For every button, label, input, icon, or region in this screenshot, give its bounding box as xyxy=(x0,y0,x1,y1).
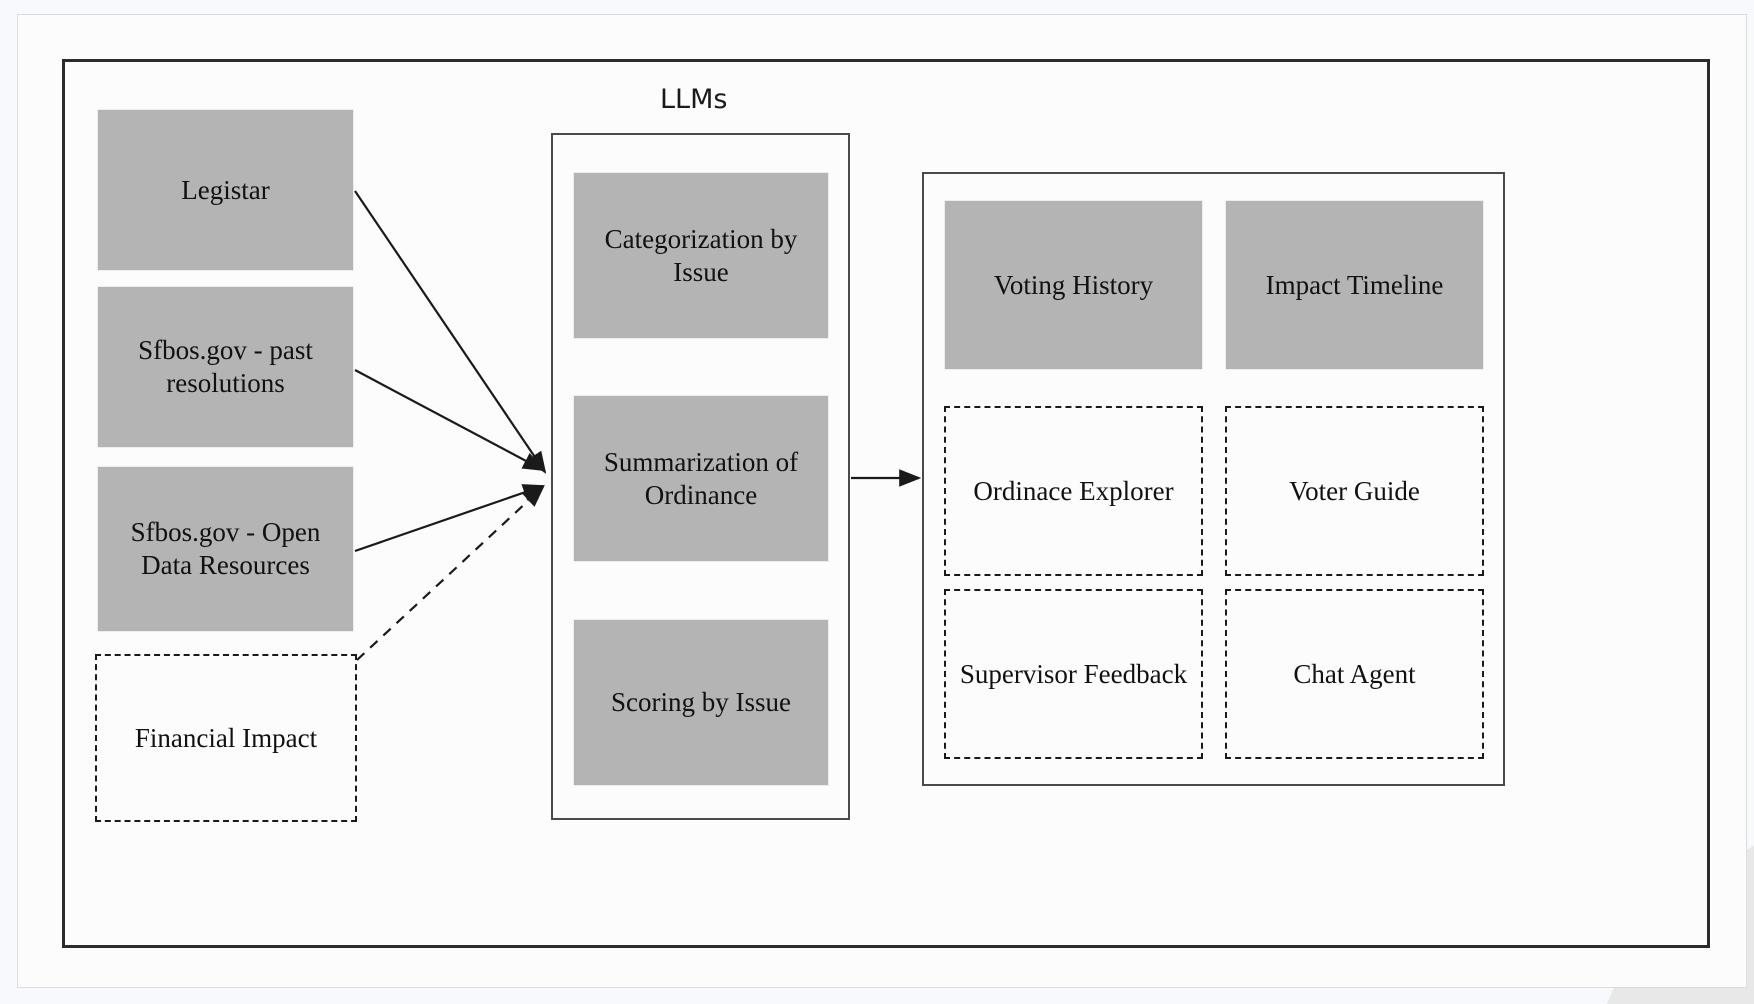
app-node-ordinance-explorer-label: Ordinace Explorer xyxy=(973,475,1174,506)
app-node-impact-timeline[interactable]: Impact Timeline xyxy=(1225,200,1484,370)
source-node-legistar[interactable]: Legistar xyxy=(97,109,354,271)
source-node-past-resolutions-label: Sfbos.gov - past resolutions xyxy=(138,335,313,398)
app-node-ordinance-explorer[interactable]: Ordinace Explorer xyxy=(944,406,1203,576)
llms-group-title: LLMs xyxy=(660,84,728,115)
llm-node-categorization-by-issue-label: Categorization by Issue xyxy=(604,223,798,287)
source-node-open-data-resources[interactable]: Sfbos.gov - Open Data Resources xyxy=(97,466,354,632)
app-node-chat-agent-label: Chat Agent xyxy=(1293,658,1416,689)
llm-node-summarization-of-ordinance-label: Summarization of Ordinance xyxy=(603,446,799,510)
app-node-voting-history-label: Voting History xyxy=(993,269,1154,300)
source-node-financial-impact-label: Financial Impact xyxy=(134,722,318,753)
llm-node-scoring-by-issue-label: Scoring by Issue xyxy=(611,687,791,718)
app-node-supervisor-feedback-label: Supervisor Feedback xyxy=(959,658,1188,689)
source-node-open-data-resources-label: Sfbos.gov - Open Data Resources xyxy=(130,517,321,580)
app-node-voter-guide[interactable]: Voter Guide xyxy=(1225,406,1484,576)
source-node-financial-impact[interactable]: Financial Impact xyxy=(95,654,357,822)
llm-node-scoring-by-issue[interactable]: Scoring by Issue xyxy=(573,619,829,786)
llm-node-summarization-of-ordinance[interactable]: Summarization of Ordinance xyxy=(573,395,829,562)
source-node-legistar-label: Legistar xyxy=(181,174,270,205)
app-node-supervisor-feedback[interactable]: Supervisor Feedback xyxy=(944,589,1203,759)
llm-node-categorization-by-issue[interactable]: Categorization by Issue xyxy=(573,172,829,339)
app-node-voter-guide-label: Voter Guide xyxy=(1289,475,1420,506)
app-node-chat-agent[interactable]: Chat Agent xyxy=(1225,589,1484,759)
app-node-impact-timeline-label: Impact Timeline xyxy=(1265,269,1444,300)
app-node-voting-history[interactable]: Voting History xyxy=(944,200,1203,370)
source-node-past-resolutions[interactable]: Sfbos.gov - past resolutions xyxy=(97,286,354,448)
